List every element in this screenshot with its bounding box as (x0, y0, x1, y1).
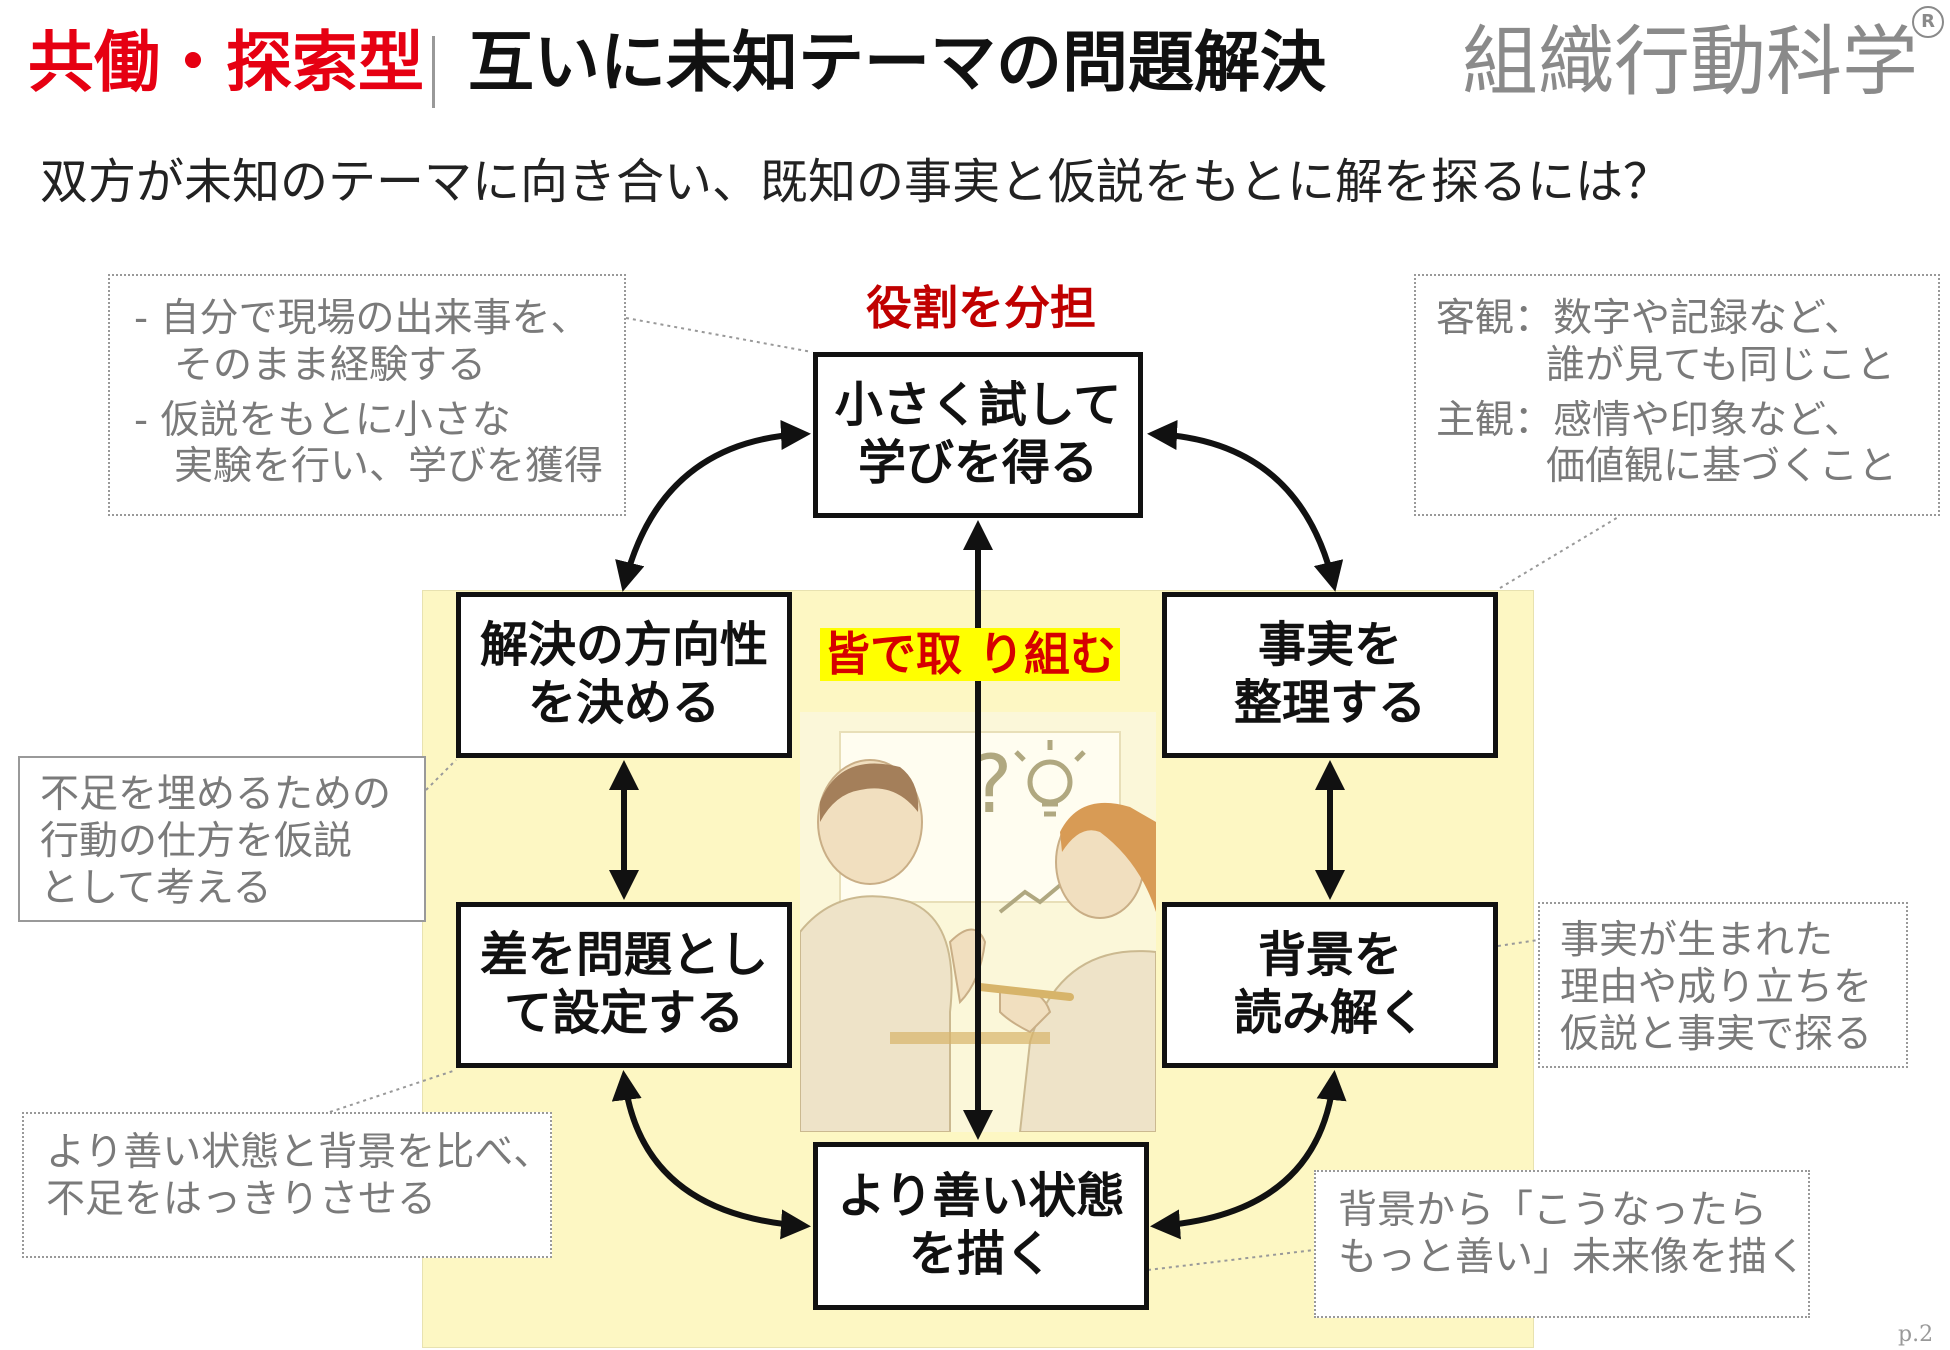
step-better-state: より善い状態を描く (813, 1142, 1149, 1310)
note-line: 客観：数字や記録など、 (1436, 296, 1864, 341)
step-define-problem: 差を問題として設定する (456, 902, 792, 1068)
leader-reasons (1497, 939, 1539, 947)
note-future: 背景から「こうなったら もっと善い」未来像を描く (1314, 1170, 1810, 1318)
step-decide-direction: 解決の方向性を決める (456, 592, 792, 758)
note-compare: より善い状態と背景を比べ、 不足をはっきりさせる (22, 1112, 552, 1258)
note-experience: - 自分で現場の出来事を、 そのまま経験する - 仮説をもとに小さな 実験を行い… (108, 274, 626, 516)
note-line: 価値観に基づくこと (1546, 444, 1898, 490)
step-background-line1: 背景を (1257, 927, 1402, 984)
note-objective-subjective: 客観：数字や記録など、 誰が見ても同じこと 主観：感情や印象など、 価値観に基づ… (1414, 274, 1940, 516)
step-problem-line2: て設定する (503, 985, 744, 1041)
page-title: 互いに未知テーマの問題解決 (468, 24, 1326, 101)
note-line: もっと善い」未来像を描く (1338, 1234, 1807, 1280)
note-line: 誰が見ても同じこと (1546, 342, 1896, 388)
step-experiment-line1: 小さく試して (834, 377, 1122, 434)
step-direction-line2: を決める (527, 675, 720, 731)
leader-future (1147, 1249, 1315, 1271)
step-better-line1: より善い状態 (837, 1168, 1125, 1225)
note-hypothesis: 不足を埋めるための 行動の仕方を仮説 として考える (18, 756, 426, 922)
leader-objective (1499, 515, 1621, 589)
arrow-try-direction (615, 420, 811, 592)
note-line: 行動の仕方を仮説 (40, 818, 353, 864)
work-together-label: 皆で取 り組む (820, 628, 1121, 681)
step-facts-line1: 事実を (1257, 617, 1402, 674)
note-line: 仮説と事実で探る (1560, 1011, 1873, 1057)
step-experiment: 小さく試して学びを得る (813, 352, 1143, 518)
step-read-background: 背景を読み解く (1162, 902, 1498, 1068)
arrow-try-facts (1147, 420, 1344, 592)
note-line: そのまま経験する (174, 342, 487, 388)
step-facts-line2: 整理する (1233, 675, 1426, 731)
note-line: 理由や成り立ちを (1560, 964, 1873, 1010)
role-sharing-label: 役割を分担 (866, 281, 1096, 335)
note-line: 事実が生まれた (1560, 918, 1834, 963)
note-line: 実験を行い、学びを獲得 (174, 444, 604, 490)
arrow-problem-better (611, 1070, 811, 1240)
note-reasons: 事実が生まれた 理由や成り立ちを 仮説と事実で探る (1538, 902, 1908, 1068)
step-background-line2: 読み解く (1233, 985, 1426, 1041)
note-line: として考える (40, 865, 272, 911)
leader-hypothesis (425, 759, 457, 791)
step-better-line2: を描く (908, 1226, 1053, 1282)
note-line: - 自分で現場の出来事を、 (134, 296, 590, 341)
note-line: 背景から「こうなったら (1338, 1188, 1768, 1233)
note-line: より善い状態と背景を比べ、 (46, 1130, 553, 1175)
note-line: 不足をはっきりさせる (46, 1176, 437, 1222)
step-direction-line1: 解決の方向性 (479, 617, 768, 674)
lightbulb-icon (1014, 740, 1086, 817)
note-line: 主観：感情や印象など、 (1436, 397, 1864, 443)
page-number: p.2 (1898, 1322, 1934, 1347)
step-problem-line1: 差を問題とし (479, 927, 768, 984)
step-experiment-line2: 学びを得る (857, 435, 1098, 491)
note-line: 不足を埋めるための (40, 772, 392, 817)
leader-experience (625, 317, 813, 353)
note-line: - 仮説をもとに小さな (134, 397, 511, 443)
title-divider (432, 36, 435, 108)
leader-compare (329, 1069, 457, 1113)
arrow-background-better (1150, 1070, 1347, 1240)
step-organize-facts: 事実を整理する (1162, 592, 1498, 758)
title-category: 共働・探索型 (28, 24, 424, 101)
registered-mark-icon: R (1912, 6, 1944, 38)
brand-logo: 組織行動科学 (1462, 17, 1918, 106)
subtitle: 双方が未知のテーマに向き合い、既知の事実と仮説をもとに解を探るには？ (40, 154, 1672, 210)
